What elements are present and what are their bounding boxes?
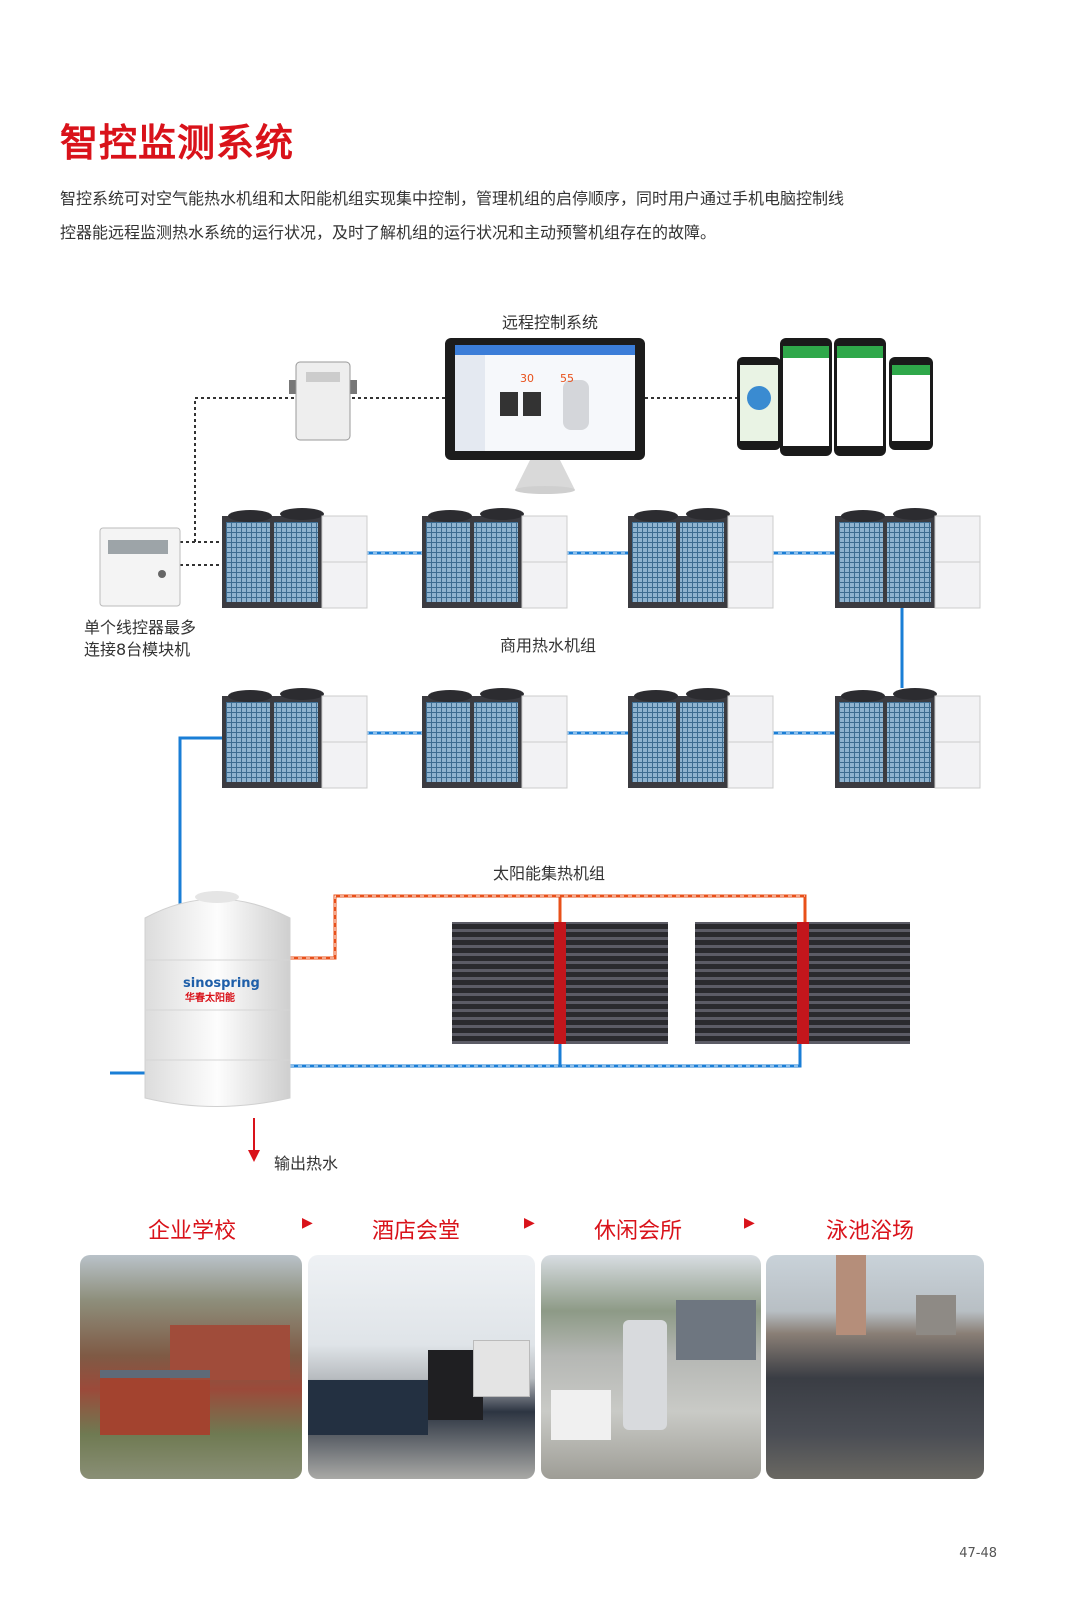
scene-label-hotel-hall: 酒店会堂 — [372, 1219, 461, 1244]
scene-label-leisure-club: 休闲会所 — [594, 1219, 683, 1244]
intro-line-1: 智控系统可对空气能热水机组和太阳能机组实现集中控制，管理机组的启停顺序，同时用户… — [60, 189, 845, 208]
hot-water-output-label: 输出热水 — [274, 1154, 339, 1173]
system-diagram: 30 55 — [99, 338, 981, 1162]
heat-pump-unit — [421, 687, 568, 789]
phones — [737, 338, 933, 456]
tank-brand-cn: 华春太阳能 — [185, 991, 235, 1004]
page-title: 智控监测系统 — [60, 121, 295, 165]
commercial-unit-label: 商用热水机组 — [500, 636, 597, 655]
signal-lines — [180, 397, 738, 566]
photo-hotel-hall — [308, 1255, 535, 1479]
photo-enterprise-school — [80, 1255, 302, 1479]
heat-pump-unit — [221, 687, 368, 789]
heat-pump-unit — [421, 507, 568, 609]
arrow-icon: ▶ — [744, 1215, 755, 1231]
heat-pump-unit — [627, 687, 774, 789]
controller-label-line-1: 单个线控器最多 — [84, 618, 197, 637]
water-tank — [144, 891, 291, 1107]
photo-pool-bath — [766, 1255, 984, 1479]
tank-brand: sinospring — [183, 976, 260, 991]
remote-control-label: 远程控制系统 — [502, 313, 599, 332]
monitor-number-2: 55 — [560, 372, 574, 385]
solar-unit-label: 太阳能集热机组 — [493, 864, 606, 883]
solar-collectors — [452, 922, 910, 1044]
wire-controller — [99, 527, 181, 607]
controller-label-line-2: 连接8台模块机 — [84, 640, 191, 659]
heat-pump-unit — [221, 507, 368, 609]
intro-line-2: 控器能远程监测热水系统的运行状况，及时了解机组的运行状况和主动预警机组存在的故障… — [60, 223, 717, 242]
heat-pump-unit — [834, 687, 981, 789]
arrow-icon: ▶ — [302, 1215, 313, 1231]
monitor — [445, 338, 645, 494]
heat-pump-unit — [834, 507, 981, 609]
intro-paragraph: 智控系统可对空气能热水机组和太阳能机组实现集中控制，管理机组的启停顺序，同时用户… — [60, 182, 1020, 250]
scene-label-pool-bath: 泳池浴场 — [826, 1219, 915, 1244]
heat-pump-unit — [627, 507, 774, 609]
photo-leisure-club — [541, 1255, 761, 1479]
gateway-box — [289, 361, 357, 441]
monitor-number-1: 30 — [520, 372, 534, 385]
scene-label-enterprise-school: 企业学校 — [148, 1219, 237, 1244]
output-arrow — [248, 1118, 260, 1162]
arrow-icon: ▶ — [524, 1215, 535, 1231]
page-number: 47-48 — [959, 1546, 997, 1561]
